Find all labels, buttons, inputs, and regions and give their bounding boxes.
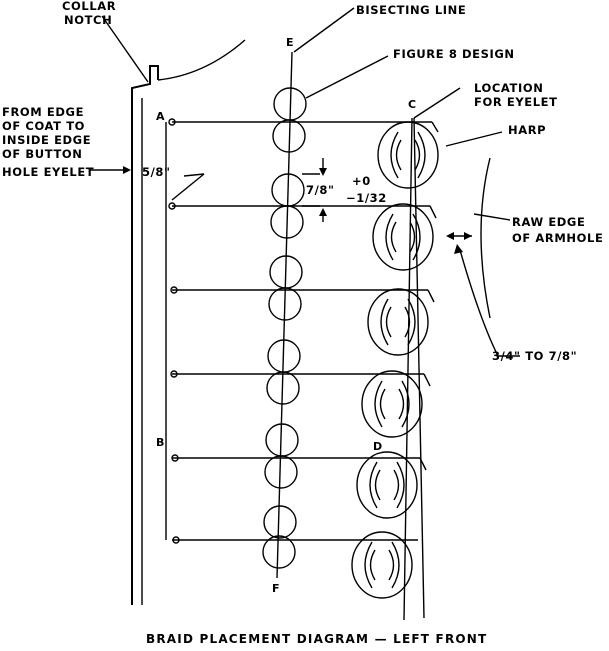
diagram-caption: BRAID PLACEMENT DIAGRAM — LEFT FRONT [146, 632, 487, 646]
point-c: C [408, 98, 417, 111]
harp [351, 531, 413, 599]
armhole-label: RAW EDGE [512, 215, 585, 229]
harp-label: HARP [508, 123, 546, 137]
tolerance-plus: +0 [352, 174, 371, 188]
figure-8-designs [262, 87, 307, 569]
bisecting-line-label: BISECTING LINE [356, 3, 466, 17]
collar-notch-label: COLLAR [62, 0, 116, 13]
coat-edge-label: OF COAT TO [2, 119, 85, 133]
coat-edge-label: HOLE EYELET [2, 165, 94, 179]
point-b: B [156, 436, 165, 449]
point-d: D [373, 440, 383, 453]
armhole-label: OF ARMHOLE [512, 231, 603, 245]
point-a: A [156, 110, 165, 123]
five-eighths-dimension: 5/8" [142, 165, 171, 179]
harps [351, 121, 439, 599]
coat-edge-label: OF BUTTON [2, 147, 83, 161]
harp [367, 288, 429, 356]
leader-lines [90, 7, 520, 357]
seven-eighths-dimension: 7/8" [306, 183, 335, 197]
braid-rows [165, 118, 439, 544]
collar-notch-label: NOTCH [64, 13, 112, 27]
eyelet-location-label: FOR EYELET [474, 95, 558, 109]
labels: COLLAR NOTCH BISECTING LINE FIGURE 8 DES… [2, 0, 603, 646]
harp [361, 370, 423, 438]
harp [377, 121, 439, 189]
coat-edge-label: FROM EDGE [2, 105, 84, 119]
coat-edge-label: INSIDE EDGE [2, 133, 91, 147]
coat-edge [131, 39, 246, 605]
harp [356, 451, 418, 519]
eyelet-location-line [403, 117, 413, 621]
armhole-raw-edge [480, 157, 491, 319]
harp [372, 203, 434, 271]
bisecting-line [276, 51, 293, 579]
range-label: 3/4" TO 7/8" [492, 349, 577, 363]
eyelet-location-label: LOCATION [474, 81, 543, 95]
tolerance-minus: −1/32 [346, 191, 387, 205]
point-e: E [286, 36, 294, 49]
figure8-label: FIGURE 8 DESIGN [393, 47, 515, 61]
point-f: F [272, 582, 280, 595]
